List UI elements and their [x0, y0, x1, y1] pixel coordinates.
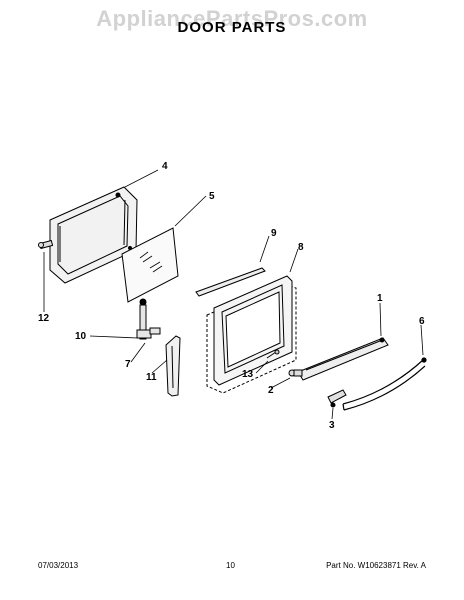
page-title: DOOR PARTS — [177, 19, 287, 36]
watermark-text: AppliancePartsPros.com — [96, 6, 368, 31]
callout-13: 13 — [242, 369, 254, 380]
callout-11: 11 — [146, 372, 157, 383]
callout-12: 12 — [38, 313, 50, 324]
callout-2: 2 — [268, 385, 274, 396]
footer-page-number: 10 — [226, 561, 235, 570]
callout-4: 4 — [162, 161, 168, 172]
part-4-inner-door-frame — [49, 186, 138, 284]
leader-lines — [43, 169, 424, 420]
callout-8: 8 — [298, 242, 304, 253]
part-5-glass-panel — [121, 227, 179, 303]
callout-1: 1 — [377, 293, 383, 304]
callout-10: 10 — [75, 331, 87, 342]
callout-6: 6 — [419, 316, 425, 327]
part-7-10-hinge — [136, 298, 161, 340]
footer-date: 07/03/2013 — [38, 561, 79, 570]
part-6-curved-handle — [342, 357, 427, 411]
part-12-pin — [38, 239, 54, 250]
part-3-handle-mount — [327, 389, 347, 408]
callout-7: 7 — [125, 359, 131, 370]
callout-5: 5 — [209, 191, 215, 202]
part-9-trim-strip — [195, 267, 266, 297]
part-13-screw — [266, 349, 280, 359]
part-8-outer-door-panel — [206, 275, 297, 394]
footer-part-number: Part No. W10623871 Rev. A — [326, 561, 426, 570]
callout-9: 9 — [271, 228, 277, 239]
callout-3: 3 — [329, 420, 335, 431]
part-1-handle-bar — [297, 337, 389, 381]
part-11-side-bracket — [165, 335, 181, 397]
part-2-end-cap — [288, 369, 303, 377]
